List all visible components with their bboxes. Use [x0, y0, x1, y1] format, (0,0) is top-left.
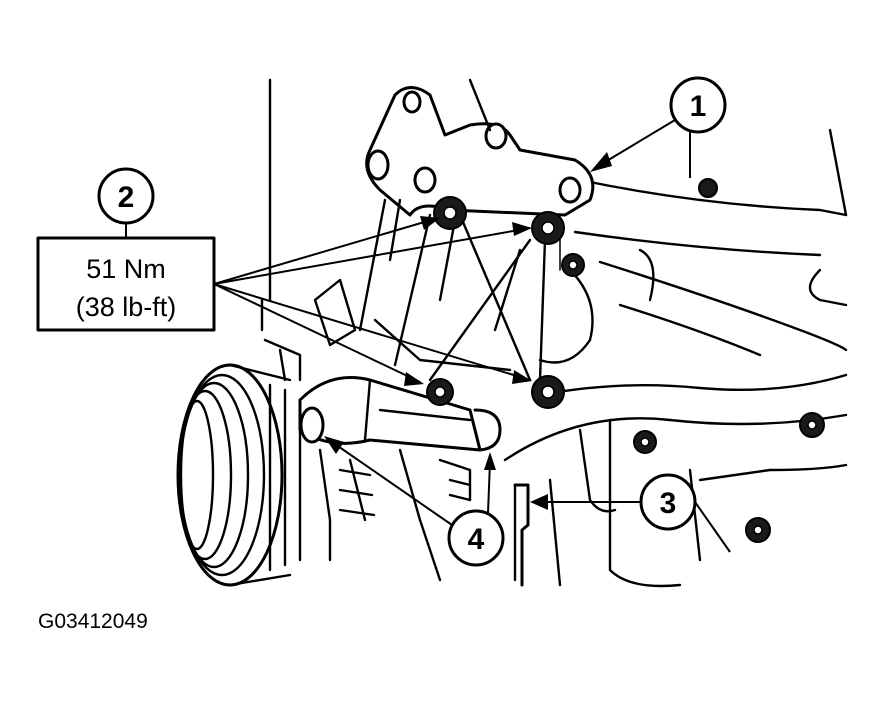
- alternator-body: [263, 278, 502, 582]
- callout-2-number: 2: [118, 181, 135, 214]
- nut-block-far-right: [799, 412, 825, 438]
- mounting-bracket: [358, 78, 595, 382]
- torque-imperial: (38 lb-ft): [76, 292, 177, 322]
- callout-2: 2 51 Nm (38 lb-ft): [36, 167, 532, 386]
- callout-1: 1: [590, 76, 727, 178]
- nut-block-right: [561, 253, 585, 277]
- callout-3: 3: [530, 473, 731, 553]
- bolt-lower-left: [426, 378, 454, 406]
- nut-block-middle: [633, 430, 657, 454]
- figure-id: G03412049: [38, 610, 148, 633]
- nut-block-lower-right: [745, 517, 771, 543]
- stud-pin: [513, 483, 530, 587]
- pulley: [176, 363, 292, 587]
- callout-4: 4: [324, 436, 505, 567]
- engine-block-outline: [260, 78, 848, 588]
- callout-4-number: 4: [468, 523, 485, 556]
- bolt-lower-right: [531, 375, 565, 409]
- bolt-upper-right: [531, 211, 565, 245]
- callout-3-number: 3: [660, 487, 677, 520]
- callout-1-number: 1: [690, 90, 707, 123]
- nut-upper-right: [698, 178, 718, 198]
- bolt-upper-left: [433, 196, 467, 230]
- torque-spec-box: [36, 236, 216, 332]
- torque-metric: 51 Nm: [86, 254, 166, 284]
